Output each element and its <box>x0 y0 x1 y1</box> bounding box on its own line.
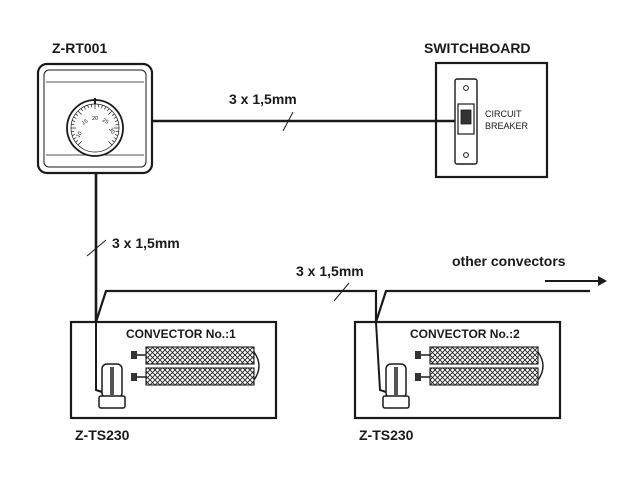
other-convectors-arrow-head <box>598 276 607 286</box>
cable-label-thermostat-to-convectors: 3 x 1,5mm <box>112 235 180 251</box>
dial-scale-label: 20 <box>92 116 98 122</box>
dial-tick <box>72 134 76 136</box>
dial-tick <box>90 104 93 108</box>
dial-tick <box>111 113 115 116</box>
convector-1: CONVECTOR No.:1 <box>69 320 278 420</box>
convector-2-connector-block <box>415 373 421 381</box>
dial-tick <box>75 113 79 116</box>
dial-tick <box>113 116 117 119</box>
dial-tick <box>114 134 118 136</box>
convector-1-element-return-bend <box>253 351 260 381</box>
dial-tick <box>71 130 75 133</box>
dial-tick <box>108 110 113 115</box>
dial-tick <box>87 105 89 109</box>
convector-2-connector-block <box>415 351 421 359</box>
convector-1-connector-block <box>131 373 137 381</box>
convector-2-heating-element-bottom <box>429 367 539 386</box>
convector-2-heating-element-top <box>429 346 539 365</box>
convector-1-heating-element-top <box>145 346 255 365</box>
thermostat-dial-ticks <box>71 104 119 146</box>
convector-2-title: CONVECTOR No.:2 <box>410 327 520 341</box>
switchboard-title: SWITCHBOARD <box>424 40 531 56</box>
dial-tick <box>77 141 82 146</box>
other-convectors-label: other convectors <box>452 253 566 269</box>
cables <box>86 111 600 323</box>
convector-1-connector-block <box>131 351 137 359</box>
dial-tick <box>101 105 103 109</box>
circuit-breaker-label-line1: CIRCUIT <box>485 109 522 119</box>
dial-tick <box>115 123 119 126</box>
dial-tick <box>111 140 115 143</box>
cable-label-thermostat-to-switchboard: 3 x 1,5mm <box>229 91 297 107</box>
dial-tick <box>71 123 75 126</box>
cable-tick <box>86 239 107 257</box>
dial-tick <box>73 137 77 140</box>
cable-tick <box>333 282 350 302</box>
cable-label-between-convectors: 3 x 1,5mm <box>296 263 364 279</box>
cable-distribution-line <box>94 289 378 323</box>
convector-1-title: CONVECTOR No.:1 <box>126 327 236 341</box>
dial-tick <box>83 106 86 110</box>
convector-1-actuator-base <box>98 395 126 409</box>
thermostat-dial-scale: 10 15 20 25 30 <box>76 116 116 139</box>
dial-tick <box>115 130 119 133</box>
circuit-breaker-label-line2: BREAKER <box>485 121 529 131</box>
dial-tick <box>80 108 83 112</box>
thermostat-model-label: Z-RT001 <box>52 40 107 56</box>
dial-scale-label: 25 <box>101 118 109 126</box>
convector-2-actuator-label: Z-TS230 <box>359 427 414 443</box>
dial-tick <box>104 106 107 110</box>
dial-tick <box>77 110 82 115</box>
dial-tick <box>108 141 113 146</box>
dial-scale-label: 30 <box>107 127 115 135</box>
dial-tick <box>114 120 118 122</box>
circuit-breaker-lever[interactable] <box>460 109 472 125</box>
dial-scale-label: 15 <box>81 118 89 126</box>
convector-2: CONVECTOR No.:2 <box>353 320 562 420</box>
dial-tick <box>113 137 117 140</box>
dial-tick <box>107 108 110 112</box>
convector-1-actuator-label: Z-TS230 <box>75 427 130 443</box>
circuit-breaker-bottom-screw <box>463 152 469 158</box>
cable-to-other-convectors <box>374 289 590 323</box>
circuit-breaker-top-screw <box>463 85 469 91</box>
dial-tick <box>75 140 79 143</box>
convector-2-actuator-wire <box>375 321 387 393</box>
dial-tick <box>73 116 77 119</box>
thermostat: Z-RT001 10 15 20 25 30 <box>36 40 154 175</box>
dial-tick <box>72 120 76 122</box>
convector-2-element-return-bend <box>537 351 544 381</box>
dial-scale-label: 10 <box>76 131 84 139</box>
convector-2-actuator-base <box>382 395 410 409</box>
switchboard: SWITCHBOARD CIRCUIT BREAKER <box>424 40 549 179</box>
dial-tick <box>97 104 100 108</box>
convector-1-heating-element-bottom <box>145 367 255 386</box>
cable-tick <box>282 111 294 132</box>
convector-1-actuator-wire <box>95 322 103 393</box>
